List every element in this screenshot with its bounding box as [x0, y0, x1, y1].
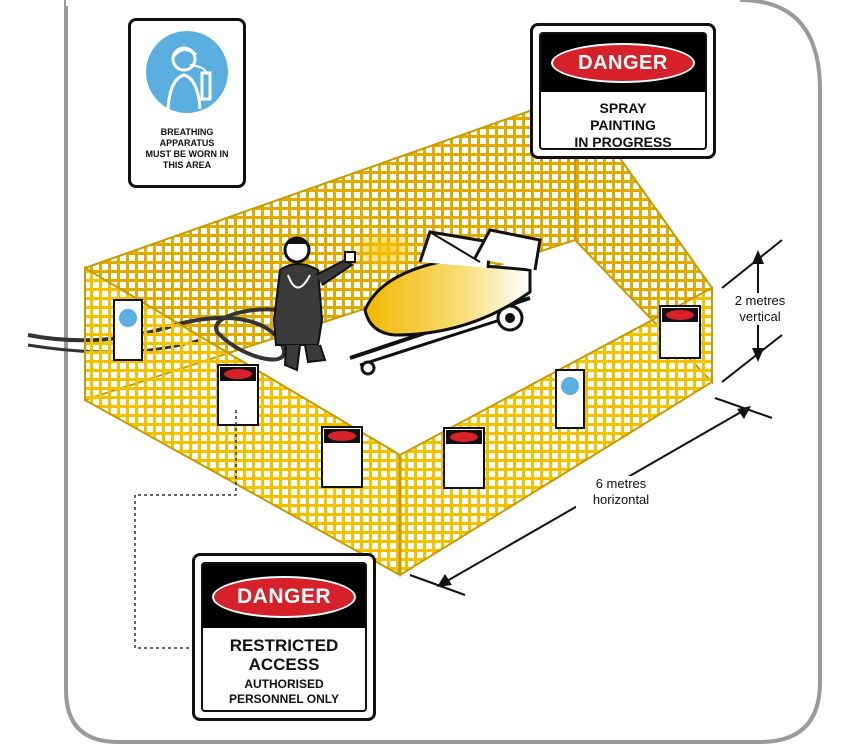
fence-sign-breathing-right: [555, 369, 585, 429]
respirator-person-icon: [146, 31, 228, 113]
breathing-sign-text: BREATHING APPARATUS MUST BE WORN IN THIS…: [145, 127, 229, 170]
leader-line: [134, 410, 237, 649]
fence-sign-danger-4: [659, 305, 701, 359]
width-dimension-label: 6 metres horizontal: [576, 476, 666, 508]
fence-sign-danger-1: [217, 364, 259, 426]
restricted-access-danger-sign: DANGER RESTRICTED ACCESS AUTHORISED PERS…: [192, 553, 376, 721]
spray-mist: [347, 228, 423, 272]
danger-header: DANGER: [212, 576, 356, 618]
spray-painter-icon: [272, 236, 356, 372]
height-dimension-label: 2 metres vertical: [724, 293, 796, 325]
fence-sign-danger-2: [321, 426, 363, 488]
breathing-apparatus-sign: BREATHING APPARATUS MUST BE WORN IN THIS…: [128, 18, 246, 188]
restricted-sign-text: RESTRICTED ACCESS AUTHORISED PERSONNEL O…: [228, 636, 340, 706]
boundary-frame: [64, 0, 822, 744]
fence-sign-danger-3: [443, 427, 485, 489]
spray-painting-danger-sign: DANGER SPRAY PAINTING IN PROGRESS: [530, 23, 716, 159]
boat-on-trailer-icon: [349, 228, 542, 376]
spray-sign-text: SPRAY PAINTING IN PROGRESS: [574, 100, 672, 150]
fence-sign-breathing-left: [113, 299, 143, 361]
danger-header: DANGER: [551, 43, 695, 83]
